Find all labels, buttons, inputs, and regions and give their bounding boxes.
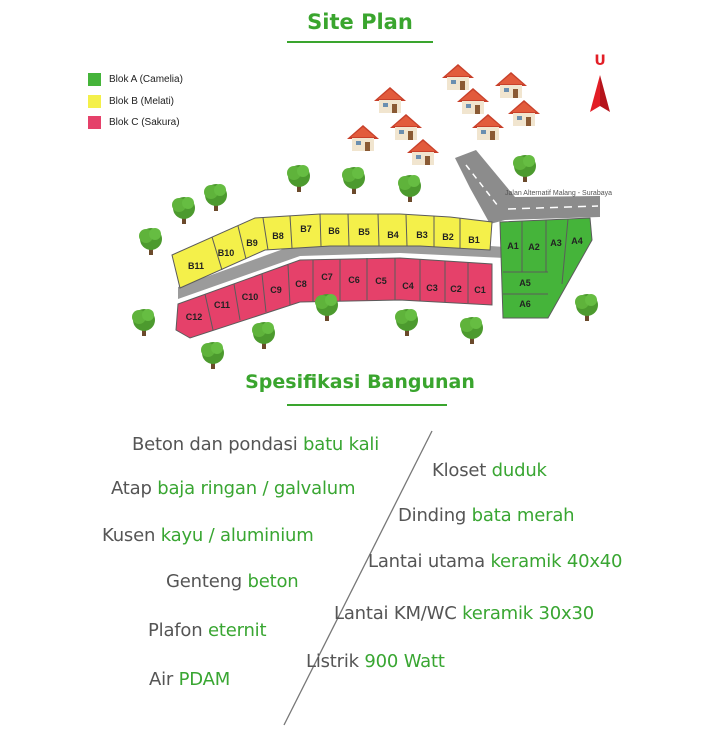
spec-label: Kusen <box>102 525 161 546</box>
spec-value: keramik 30x30 <box>462 603 595 624</box>
spec-label: Air <box>149 669 179 690</box>
spec-value: duduk <box>491 460 547 481</box>
lot-label-a2: A2 <box>528 242 540 252</box>
spec-value: eternit <box>207 620 267 641</box>
legend-label-blok-b: Blok B (Melati) <box>109 96 175 107</box>
lot-label-c11: C11 <box>214 300 230 310</box>
lot-label-c3: C3 <box>426 283 438 293</box>
lot-label-b6: B6 <box>328 226 340 236</box>
legend-swatch-blok-a <box>88 73 101 86</box>
blok-a <box>499 217 593 319</box>
spec-value: beton <box>247 571 299 592</box>
spec-value: PDAM <box>178 669 231 690</box>
lot-label-a1: A1 <box>507 241 519 251</box>
spec-right-item: Lantai utama keramik 40x40 <box>368 551 623 572</box>
lot-label-b2: B2 <box>442 232 454 242</box>
spec-value: 900 Watt <box>364 651 445 672</box>
lot-label-a4: A4 <box>571 236 583 246</box>
lot-label-c2: C2 <box>450 284 462 294</box>
lot-label-a6: A6 <box>519 299 531 309</box>
spec-label: Kloset <box>432 460 492 481</box>
spec-value: baja ringan / galvalum <box>157 478 356 499</box>
lot-label-b1: B1 <box>468 235 480 245</box>
spec-left-item: Kusen kayu / aluminium <box>102 525 314 546</box>
spec-label: Lantai utama <box>368 551 491 572</box>
spec-value: kayu / aluminium <box>160 525 314 546</box>
spec-right-item: Lantai KM/WC keramik 30x30 <box>334 603 594 624</box>
title-underline <box>287 41 433 43</box>
north-arrow-icon: U <box>590 53 610 112</box>
lot-label-b8: B8 <box>272 231 284 241</box>
legend-item-blok-c: Blok C (Sakura) <box>88 116 180 129</box>
lot-label-c1: C1 <box>474 285 486 295</box>
spec-left-item: Plafon eternit <box>148 620 267 641</box>
spec-left-item: Air PDAM <box>149 669 230 690</box>
lot-label-c7: C7 <box>321 272 333 282</box>
lot-label-b3: B3 <box>416 230 428 240</box>
road-label: Jalan Alternatif Malang - Surabaya <box>505 190 612 197</box>
lot-label-c4: C4 <box>402 281 414 291</box>
spec-left-item: Beton dan pondasi batu kali <box>132 434 379 455</box>
spec-label: Genteng <box>166 571 248 592</box>
spec-label: Atap <box>111 478 158 499</box>
spec-value: bata merah <box>471 505 575 526</box>
spec-left-item: Atap baja ringan / galvalum <box>111 478 356 499</box>
lot-label-c5: C5 <box>375 276 387 286</box>
lot-label-b4: B4 <box>387 230 399 240</box>
spec-right-item: Listrik 900 Watt <box>306 651 445 672</box>
legend-item-blok-a: Blok A (Camelia) <box>88 73 183 86</box>
spec-right-item: Dinding bata merah <box>398 505 575 526</box>
spec-label: Beton dan pondasi <box>132 434 304 455</box>
spesifikasi-title: Spesifikasi Bangunan <box>245 371 475 393</box>
legend-swatch-blok-c <box>88 116 101 129</box>
lot-label-a5: A5 <box>519 278 531 288</box>
spec-value: batu kali <box>303 434 379 455</box>
lot-label-c8: C8 <box>295 279 307 289</box>
legend-label-blok-c: Blok C (Sakura) <box>109 117 180 128</box>
spec-label: Listrik <box>306 651 365 672</box>
legend-item-blok-b: Blok B (Melati) <box>88 95 174 108</box>
north-label: U <box>594 53 605 69</box>
spec-label: Dinding <box>398 505 472 526</box>
spec-right-item: Kloset duduk <box>432 460 547 481</box>
site-plan-title: Site Plan <box>307 10 413 34</box>
spec-label: Plafon <box>148 620 208 641</box>
lot-label-b9: B9 <box>246 238 258 248</box>
spesifikasi-underline <box>287 404 447 406</box>
spec-label: Lantai KM/WC <box>334 603 463 624</box>
lot-label-c12: C12 <box>186 312 203 322</box>
lot-label-b10: B10 <box>218 248 235 258</box>
lot-label-b11: B11 <box>188 261 204 271</box>
lot-label-c9: C9 <box>270 285 282 295</box>
lot-label-c10: C10 <box>242 292 259 302</box>
legend-label-blok-a: Blok A (Camelia) <box>109 74 183 85</box>
lot-label-b5: B5 <box>358 227 370 237</box>
site-plan-map: Jalan Alternatif Malang - Surabaya <box>132 53 612 369</box>
spec-left-item: Genteng beton <box>166 571 299 592</box>
lot-label-a3: A3 <box>550 238 562 248</box>
lot-label-b7: B7 <box>300 224 312 234</box>
lot-label-c6: C6 <box>348 275 360 285</box>
spec-value: keramik 40x40 <box>490 551 623 572</box>
legend-swatch-blok-b <box>88 95 101 108</box>
blok-b <box>171 213 493 289</box>
